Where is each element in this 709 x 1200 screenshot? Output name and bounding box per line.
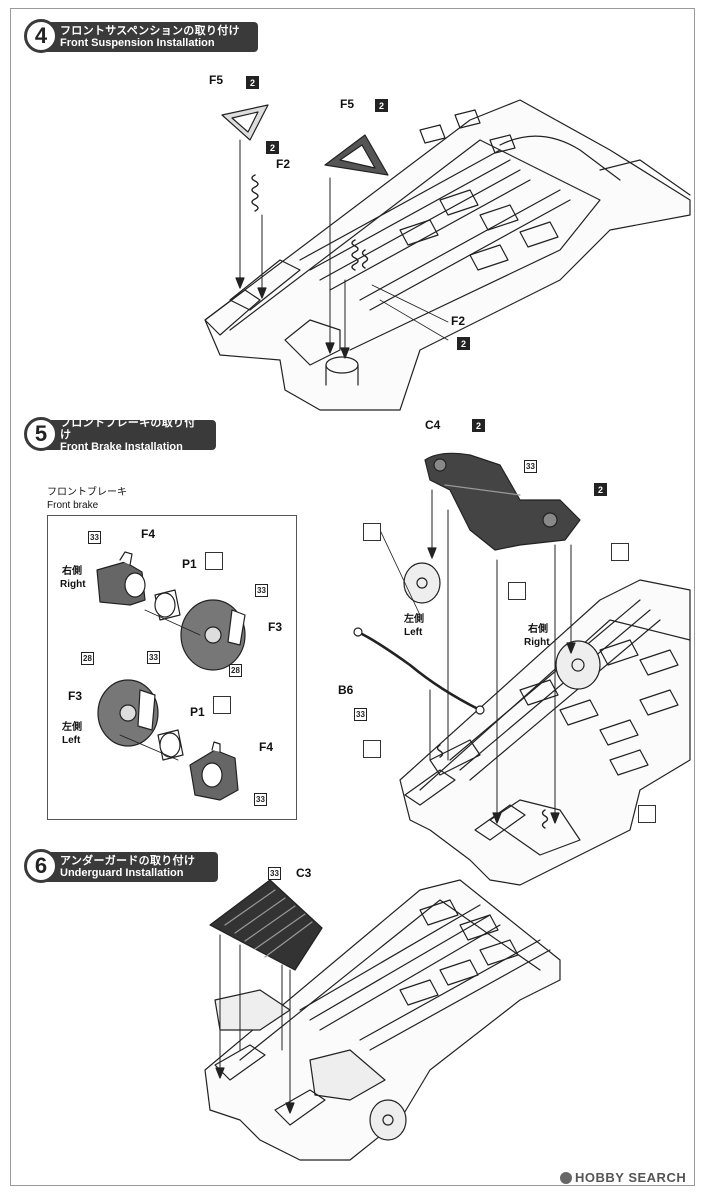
step-title-en: Front Suspension Installation — [60, 37, 215, 49]
paint-code-badge: 28 — [229, 664, 242, 677]
hobby-search-logo-icon — [560, 1171, 572, 1184]
paint-code-badge: 33 — [88, 531, 101, 544]
side-label-right-en: Right — [524, 637, 550, 648]
step-5-header: 5 フロントブレーキの取り付け Front Brake Installation — [24, 417, 216, 453]
no-glue-icon — [213, 696, 231, 714]
side-label-left-en: Left — [404, 627, 423, 638]
watermark: HOBBY SEARCH — [560, 1170, 686, 1185]
paint-code-badge: 33 — [524, 460, 537, 473]
part-label-f3: F3 — [68, 689, 83, 703]
inset-title-jp: フロントブレーキ — [47, 487, 127, 498]
step-title-jp: フロントブレーキの取り付け — [60, 417, 196, 441]
paint-code-badge: 33 — [255, 584, 268, 597]
part-label-p1: P1 — [182, 557, 197, 571]
paint-code-badge: 33 — [147, 651, 160, 664]
step-title-jp: フロントサスペンションの取り付け — [60, 25, 240, 37]
part-count-badge: 2 — [375, 99, 388, 112]
step-number: 4 — [24, 19, 58, 53]
no-glue-icon — [205, 552, 223, 570]
step-title-en: Underguard Installation — [60, 867, 184, 879]
part-label-f4: F4 — [141, 527, 156, 541]
step-6-header: 6 アンダーガードの取り付け Underguard Installation — [24, 849, 218, 883]
no-glue-icon — [508, 582, 526, 600]
side-label-right-jp: 右側 — [528, 624, 548, 635]
watermark-text: HOBBY SEARCH — [575, 1170, 687, 1185]
no-glue-icon — [611, 543, 629, 561]
part-label-c3: C3 — [296, 866, 312, 880]
part-label-c4: C4 — [425, 418, 441, 432]
step4-chassis — [204, 99, 691, 411]
paint-code-badge: 28 — [81, 652, 94, 665]
step-title-en: Front Brake Installation — [60, 441, 183, 453]
side-label-left-jp: 左側 — [404, 614, 424, 625]
part-count-badge: 2 — [457, 337, 470, 350]
part-label-f4: F4 — [259, 740, 274, 754]
no-glue-icon — [363, 740, 381, 758]
side-label-right-en: Right — [60, 579, 86, 590]
step-number: 5 — [24, 417, 58, 451]
no-glue-icon — [363, 523, 381, 541]
no-glue-icon — [638, 805, 656, 823]
inset-title-en: Front brake — [47, 500, 99, 511]
part-label-f2: F2 — [451, 314, 466, 328]
paint-code-badge: 33 — [254, 793, 267, 806]
part-count-badge: 2 — [472, 419, 485, 432]
step6-chassis — [204, 879, 561, 1161]
step5-chassis — [399, 579, 691, 886]
step-number: 6 — [24, 849, 58, 883]
part-label-f3: F3 — [268, 620, 283, 634]
side-label-left-jp: 左側 — [62, 722, 82, 733]
part-count-badge: 2 — [594, 483, 607, 496]
front-brake-inset — [47, 515, 297, 820]
part-count-badge: 2 — [266, 141, 279, 154]
side-label-left-en: Left — [62, 735, 81, 746]
side-label-right-jp: 右側 — [62, 566, 82, 577]
step-title-jp: アンダーガードの取り付け — [60, 855, 196, 867]
part-label-f5: F5 — [209, 73, 224, 87]
part-label-f5: F5 — [340, 97, 355, 111]
part-count-badge: 2 — [246, 76, 259, 89]
part-label-p1: P1 — [190, 705, 205, 719]
part-label-f2: F2 — [276, 157, 291, 171]
brake-parts — [96, 551, 246, 801]
step-4-header: 4 フロントサスペンションの取り付け Front Suspension Inst… — [24, 19, 258, 53]
paint-code-badge: 33 — [354, 708, 367, 721]
part-label-b6: B6 — [338, 683, 354, 697]
paint-code-badge: 33 — [268, 867, 281, 880]
